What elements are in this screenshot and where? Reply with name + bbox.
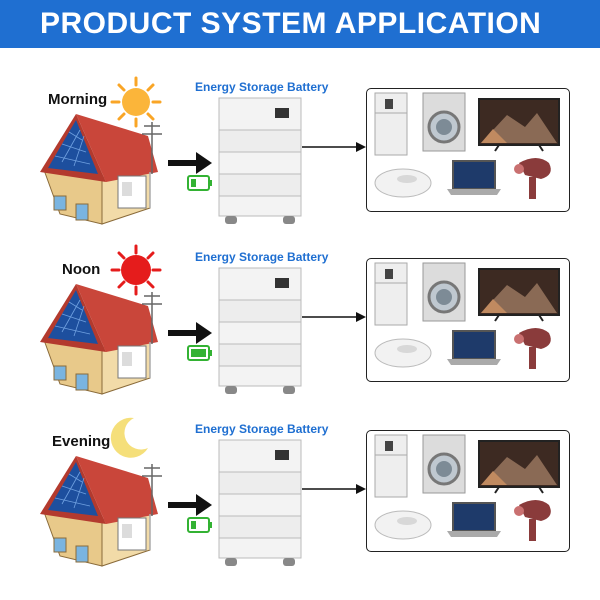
television-icon — [478, 440, 560, 494]
solar-house-icon — [40, 284, 162, 395]
washing-machine-icon — [422, 92, 466, 152]
row-morning: Morning Energy Storage Battery — [0, 76, 600, 258]
energy-storage-battery — [218, 267, 302, 394]
sun-icon — [110, 76, 162, 128]
solar-house-icon — [40, 114, 162, 225]
refrigerator-icon — [374, 92, 408, 156]
refrigerator-icon — [374, 434, 408, 498]
laptop-icon — [447, 330, 501, 365]
television-icon — [478, 268, 560, 322]
arrow-right-icon — [302, 312, 366, 322]
arrow-right-icon — [168, 322, 212, 344]
time-label: Evening — [52, 433, 111, 450]
washing-machine-icon — [422, 262, 466, 322]
battery-low-icon — [187, 175, 212, 191]
arrow-right-icon — [168, 494, 212, 516]
laptop-icon — [447, 160, 501, 195]
arrow-right-icon — [302, 142, 366, 152]
laptop-icon — [447, 502, 501, 537]
solar-house-icon — [40, 456, 162, 567]
battery-title: Energy Storage Battery — [195, 250, 329, 264]
hair-dryer-icon — [514, 500, 551, 541]
page-title: PRODUCT SYSTEM APPLICATION — [0, 0, 600, 48]
refrigerator-icon — [374, 262, 408, 326]
hair-dryer-icon — [514, 158, 551, 199]
hair-dryer-icon — [514, 328, 551, 369]
battery-full-icon — [187, 345, 212, 361]
television-icon — [478, 98, 560, 152]
battery-low-icon — [187, 517, 212, 533]
energy-storage-battery — [218, 97, 302, 224]
arrow-right-icon — [168, 152, 212, 174]
robot-vacuum-icon — [374, 168, 432, 198]
battery-title: Energy Storage Battery — [195, 422, 329, 436]
robot-vacuum-icon — [374, 338, 432, 368]
row-evening: Evening Energy Storage Battery — [0, 417, 600, 600]
sun-icon — [110, 244, 162, 296]
battery-title: Energy Storage Battery — [195, 80, 329, 94]
arrow-right-icon — [302, 484, 366, 494]
time-label: Noon — [62, 261, 101, 278]
appliances-box — [366, 258, 570, 382]
washing-machine-icon — [422, 434, 466, 494]
appliances-box — [366, 430, 570, 552]
time-label: Morning — [48, 91, 108, 108]
row-noon: Noon Energy Storage Battery — [0, 244, 600, 428]
energy-storage-battery — [218, 439, 302, 566]
appliances-box — [366, 88, 570, 212]
robot-vacuum-icon — [374, 510, 432, 540]
moon-icon — [110, 417, 148, 458]
